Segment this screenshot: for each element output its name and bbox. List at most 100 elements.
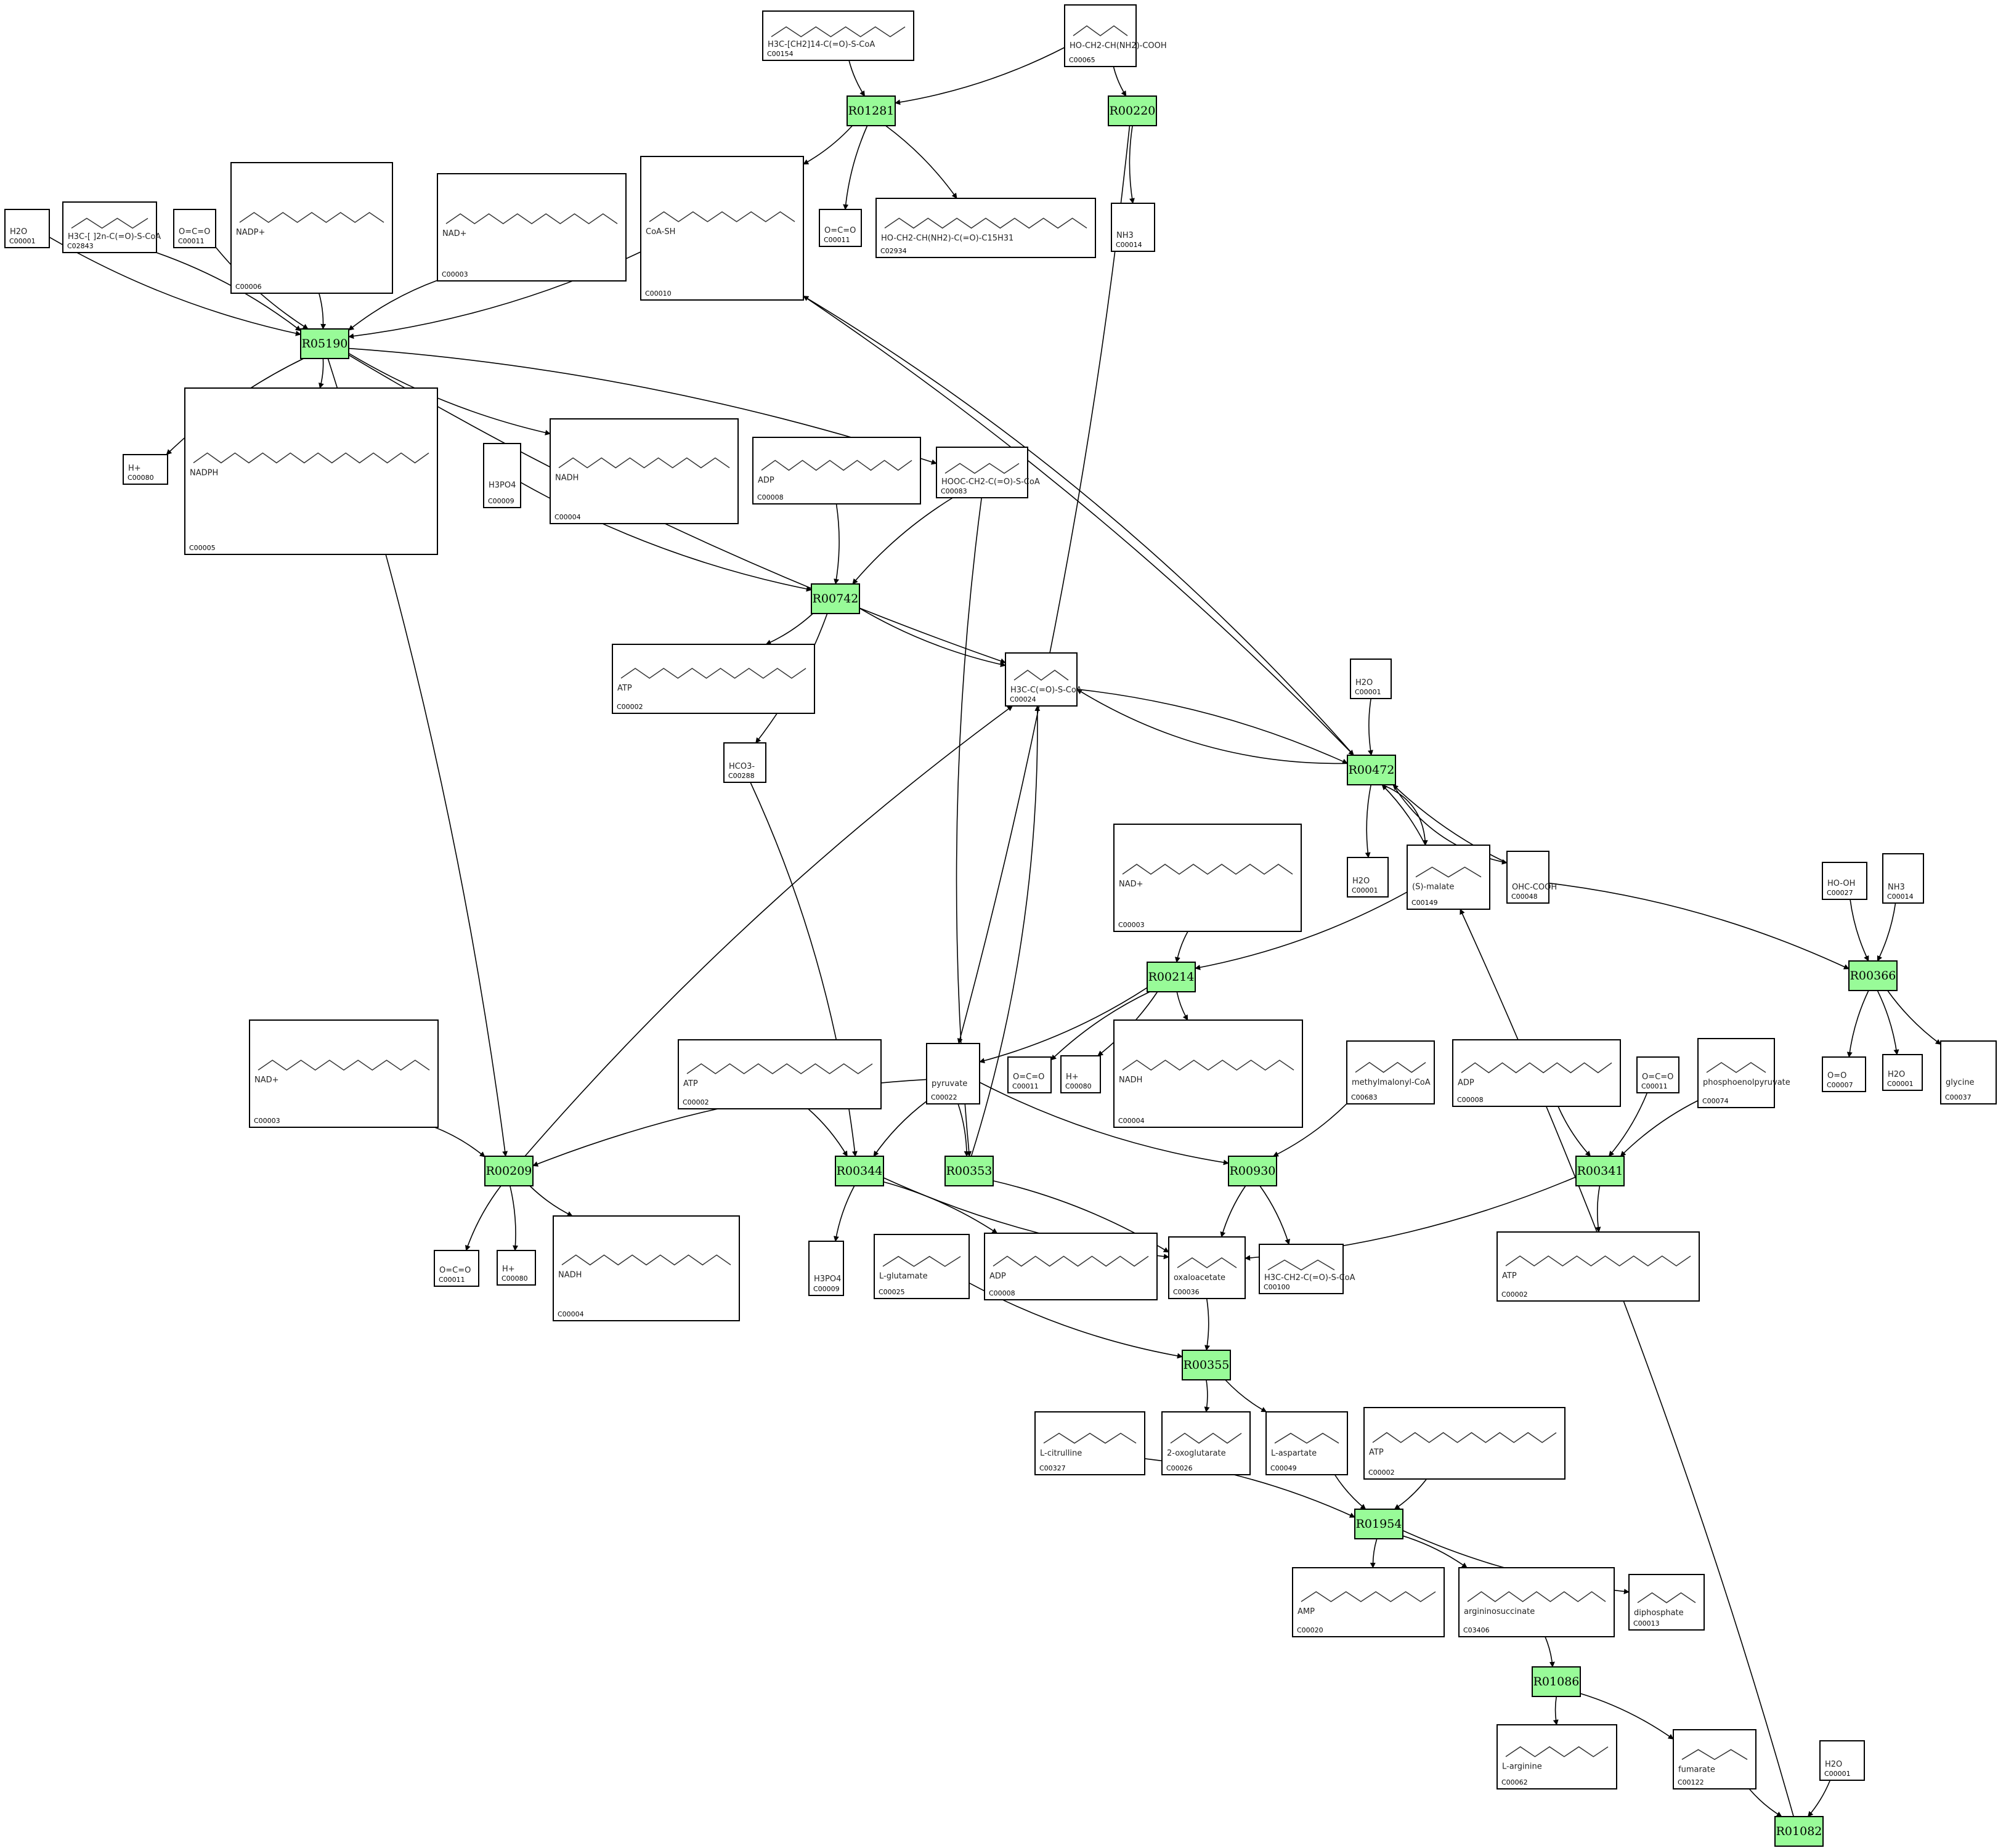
compound-id-label: C00080 bbox=[128, 474, 154, 482]
reaction-node[interactable]: R01086 bbox=[1532, 1666, 1581, 1697]
edge-r00742-to-c00024 bbox=[859, 607, 1006, 667]
structure-glyph bbox=[686, 1063, 873, 1074]
compound-node[interactable]: NAD+C00003 bbox=[249, 1019, 439, 1128]
edge-c00149-to-r00472 bbox=[1381, 784, 1426, 846]
reaction-node[interactable]: R00220 bbox=[1108, 95, 1157, 126]
compound-node[interactable]: H+C00080 bbox=[497, 1250, 536, 1286]
reaction-box bbox=[1848, 960, 1898, 991]
compound-formula: glycine bbox=[1946, 1078, 1975, 1087]
reaction-node[interactable]: R00355 bbox=[1182, 1350, 1231, 1380]
compound-id-label: C03406 bbox=[1463, 1626, 1490, 1634]
structure-glyph bbox=[1505, 1255, 1691, 1266]
reaction-node[interactable]: R05190 bbox=[300, 328, 349, 359]
edge-c00001-to-r01082 bbox=[1807, 1780, 1831, 1817]
compound-box bbox=[184, 387, 438, 555]
reaction-node[interactable]: R00366 bbox=[1848, 960, 1898, 991]
reaction-node[interactable]: R00344 bbox=[835, 1156, 884, 1186]
reaction-node[interactable]: R01954 bbox=[1354, 1509, 1403, 1539]
edge-c00011-to-r00341 bbox=[1608, 1092, 1648, 1157]
reaction-node[interactable]: R00214 bbox=[1147, 962, 1196, 992]
reaction-node[interactable]: R00742 bbox=[811, 583, 860, 614]
compound-box bbox=[1636, 1056, 1679, 1093]
reaction-node[interactable]: R00341 bbox=[1575, 1156, 1625, 1186]
reaction-node[interactable]: R00353 bbox=[944, 1156, 994, 1186]
compound-id-label: C00024 bbox=[1010, 695, 1036, 703]
compound-node[interactable]: NADP+C00006 bbox=[230, 162, 393, 294]
compound-box bbox=[984, 1233, 1158, 1300]
reaction-node[interactable]: R00472 bbox=[1347, 755, 1396, 785]
edge-r00355-to-c00026 bbox=[1204, 1379, 1210, 1412]
compound-id-label: C00037 bbox=[1945, 1093, 1972, 1101]
compound-formula: O=C=O bbox=[179, 227, 210, 237]
compound-node[interactable]: NAD+C00003 bbox=[1113, 824, 1302, 932]
compound-formula: AMP bbox=[1297, 1607, 1315, 1616]
compound-node[interactable]: NAD+C00003 bbox=[437, 173, 627, 282]
reaction-node[interactable]: R01082 bbox=[1774, 1816, 1824, 1847]
reaction-node[interactable]: R00930 bbox=[1228, 1156, 1277, 1186]
structure-glyph bbox=[1355, 1061, 1426, 1073]
edge-r00742-to-c00002 bbox=[765, 613, 813, 645]
compound-node[interactable]: H+C00080 bbox=[123, 454, 168, 485]
reaction-node[interactable]: R01281 bbox=[847, 95, 896, 126]
compound-formula: NAD+ bbox=[1119, 880, 1143, 889]
reaction-node[interactable]: R00209 bbox=[484, 1156, 534, 1186]
compound-node[interactable]: H+C00080 bbox=[1060, 1055, 1101, 1093]
compound-formula: H+ bbox=[128, 464, 141, 473]
compound-node[interactable]: HCO3-C00288 bbox=[723, 742, 766, 783]
compound-box bbox=[723, 742, 766, 783]
compound-id-label: C00025 bbox=[879, 1288, 905, 1296]
compound-box bbox=[936, 447, 1028, 498]
